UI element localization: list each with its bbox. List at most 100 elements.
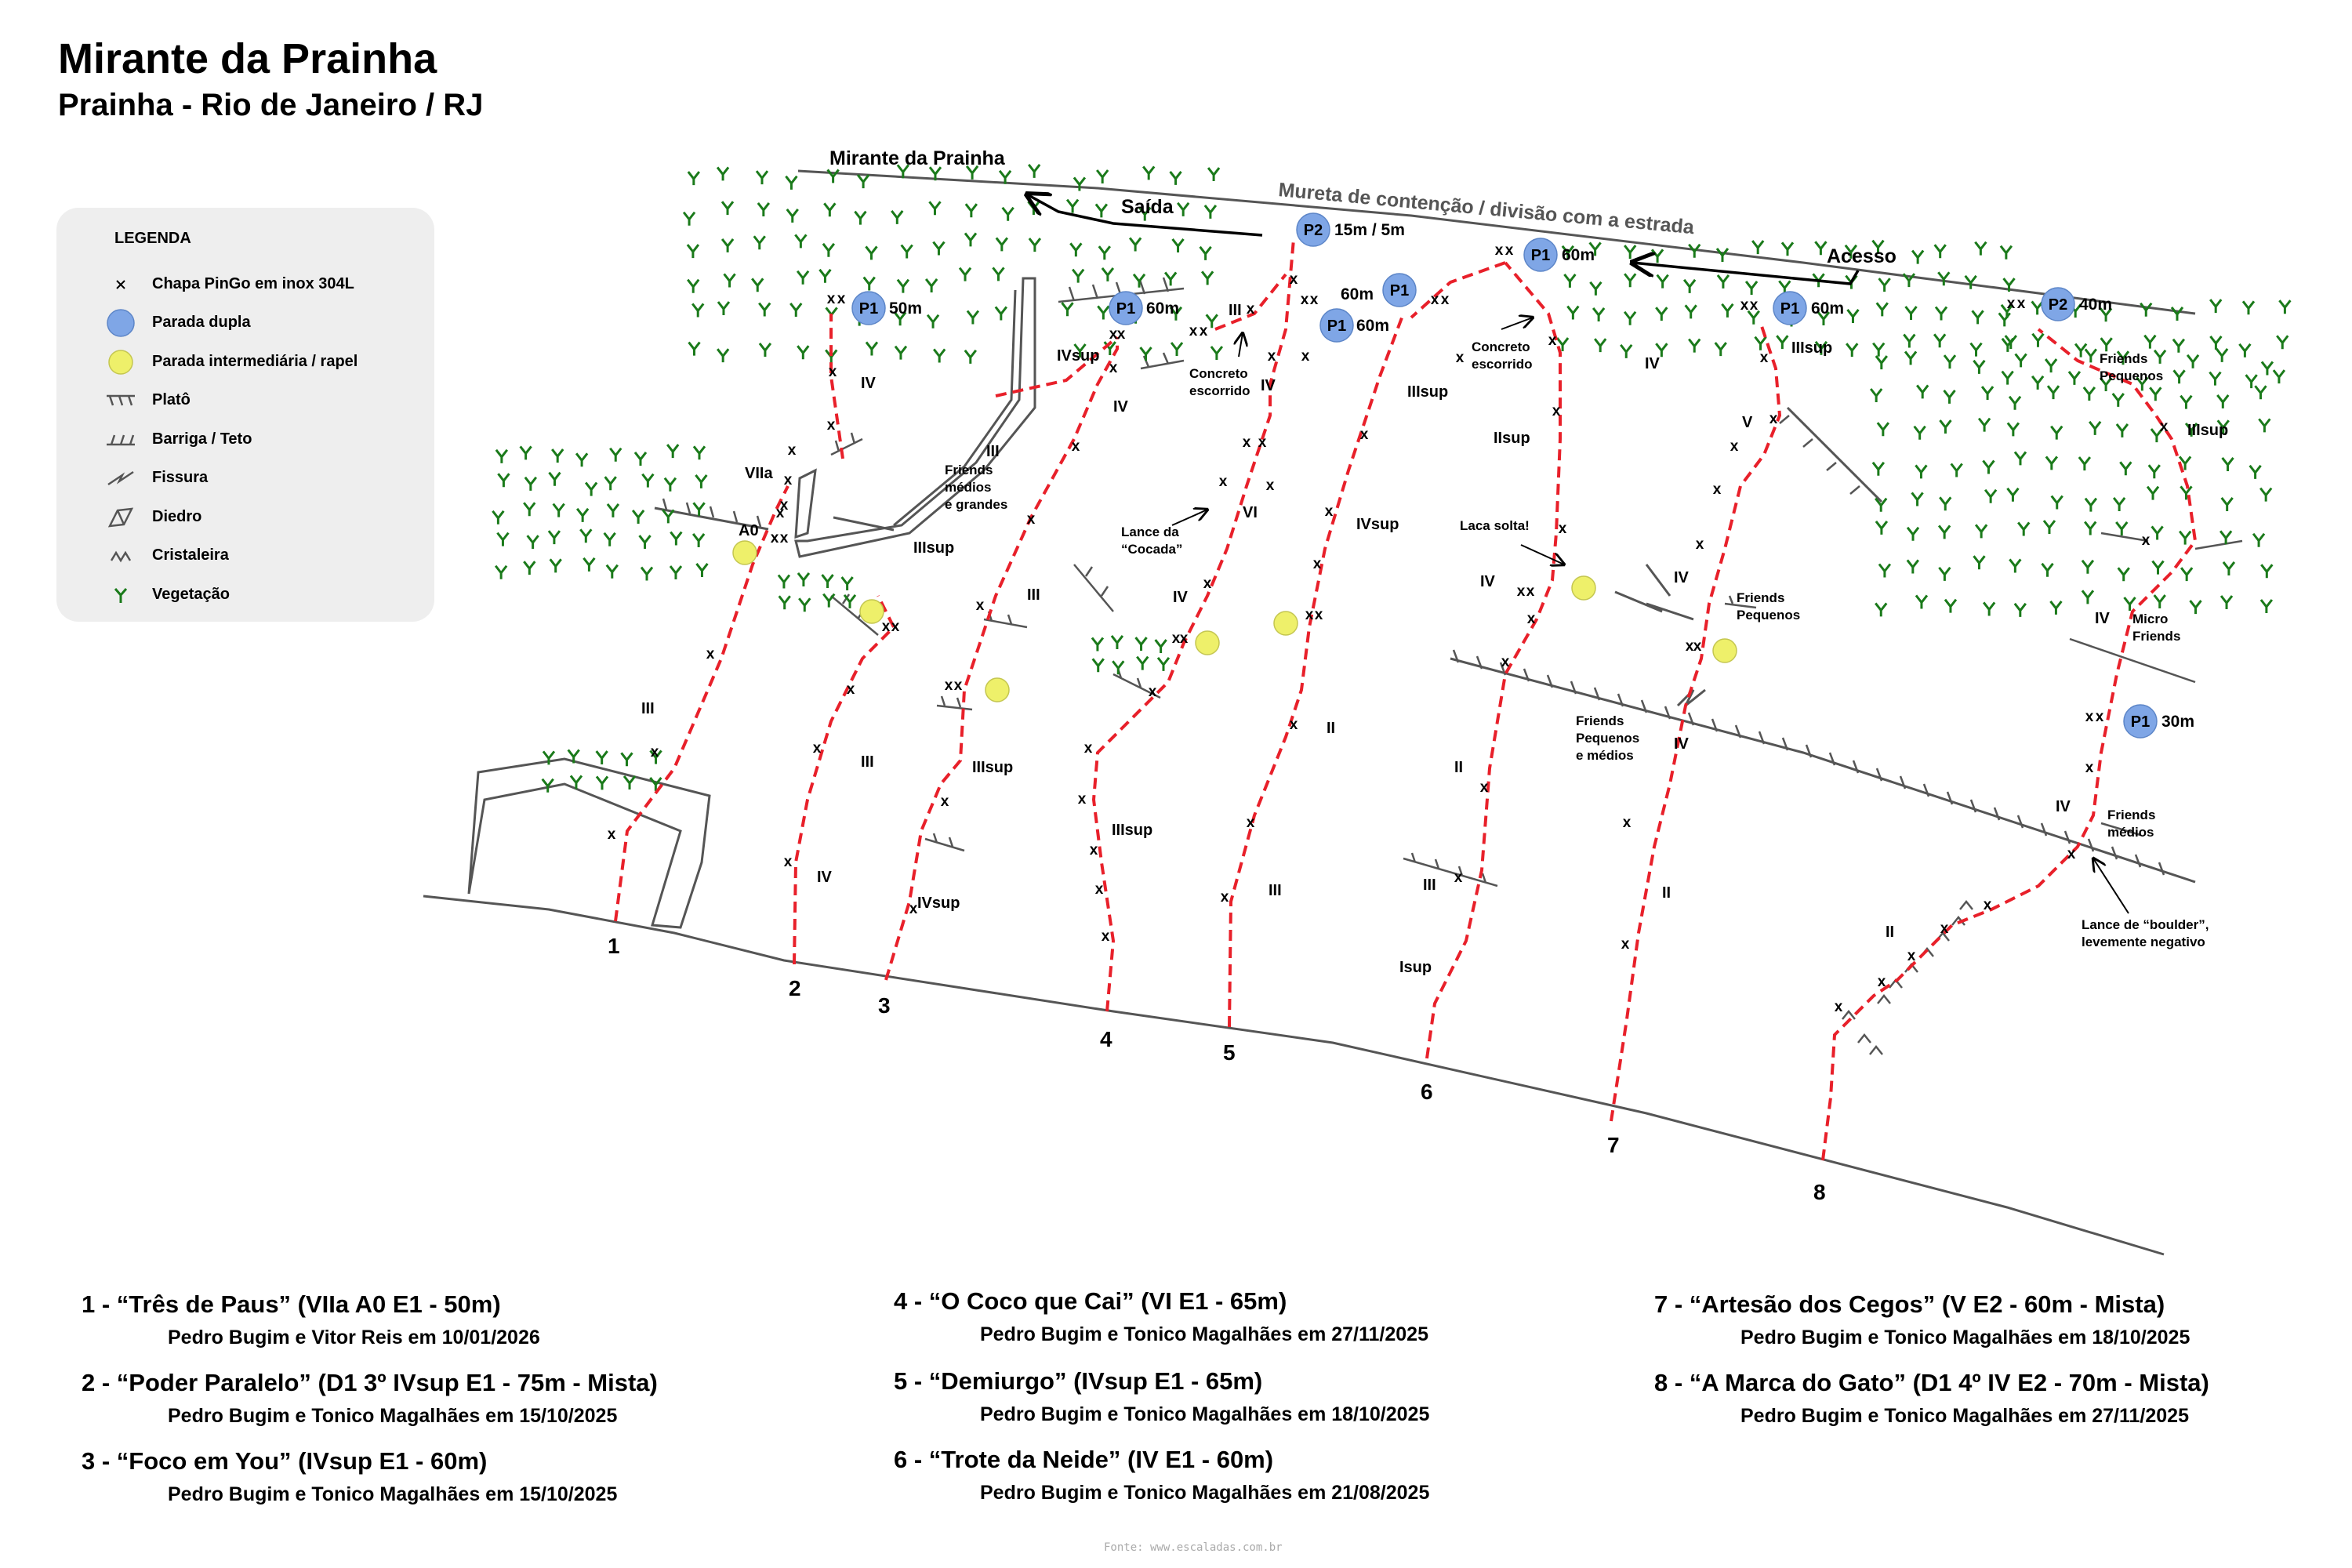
bolt-mark: x [1325, 503, 1334, 520]
vegetation-tuft [1139, 347, 1152, 361]
station-distance: 60m [1811, 299, 1844, 318]
vegetation-tuft [1561, 245, 1575, 260]
route-number: 6 [1421, 1080, 1433, 1104]
vegetation-tuft [1814, 340, 1828, 355]
vegetation-tuft [1903, 333, 1916, 348]
vegetation-tuft [928, 166, 942, 181]
vegetation-tuft [584, 481, 598, 496]
vegetation-tuft [723, 273, 736, 288]
route-line-3 [884, 337, 1119, 981]
route-authors: Pedro Bugim e Tonico Magalhães em 15/10/… [168, 1405, 618, 1427]
vegetation-tuft [682, 211, 696, 226]
vegetation-tuft [523, 502, 536, 517]
legend-item-intermediate-anchor: Parada intermediária / rapel [56, 347, 434, 378]
legend-label: Fissura [152, 469, 209, 486]
vegetation-tuft [1999, 245, 2013, 260]
vegetation-tuft [1069, 242, 1083, 257]
vegetation-tuft [2084, 348, 2098, 363]
vegetation-tuft [797, 345, 810, 360]
vegetation-tuft [823, 202, 837, 217]
vegetation-marks [492, 163, 2292, 793]
vegetation-tuft [1911, 249, 1925, 264]
bolt-mark: x [1315, 607, 1323, 623]
vegetation-tuft [818, 268, 832, 283]
bolt-mark: x [1117, 326, 1126, 343]
route-number: 1 [608, 934, 620, 958]
vegetation-tuft [1943, 389, 1956, 404]
vegetation-tuft [753, 235, 766, 250]
topo-note: Lance da“Cocada” [1121, 524, 1182, 557]
vegetation-tuft [2081, 590, 2095, 604]
vegetation-tuft [1205, 314, 1218, 328]
station-distance: 15m / 5m [1334, 221, 1405, 239]
vegetation-tuft [1128, 237, 1142, 252]
vegetation-tuft [2220, 595, 2234, 609]
vegetation-tuft [1094, 203, 1109, 218]
grade-label: A0 [739, 522, 759, 539]
station-label: P1 [1390, 282, 1409, 299]
vegetation-tuft [1134, 637, 1148, 652]
bolt-mark: x [1219, 474, 1228, 490]
topo-note: Laca solta! [1460, 518, 1530, 533]
vegetation-tuft [758, 302, 771, 317]
top-edge-line [797, 169, 2196, 315]
vegetation-tuft [640, 566, 654, 581]
bolt-mark: x [1027, 511, 1036, 528]
vegetation-tuft [1902, 273, 1916, 288]
route-line-8 [1821, 328, 2198, 1161]
vegetation-tuft [2115, 521, 2129, 535]
bolt-mark: x [1360, 426, 1369, 443]
bolt-mark: x [1095, 881, 1104, 898]
legend-item-crystal: Cristaleira [56, 540, 434, 572]
bolt-mark: x [1290, 271, 1298, 288]
vegetation-tuft [1097, 305, 1110, 320]
vegetation-tuft [2151, 525, 2164, 540]
route-line-2 [793, 595, 896, 965]
vegetation-tuft [669, 565, 683, 580]
route-entry-1: 1 - “Três de Paus” (VIIa A0 E1 - 50m) Pe… [82, 1290, 787, 1349]
vegetation-tuft [798, 597, 811, 612]
vegetation-tuft [2013, 602, 2027, 617]
vegetation-tuft [2147, 464, 2161, 479]
vegetation-tuft [2209, 299, 2223, 314]
route-line-4-upper [1214, 273, 1287, 331]
vegetation-tuft [603, 532, 616, 546]
bolt-mark: x [1301, 348, 1310, 365]
bolt-mark: x [1431, 292, 1439, 308]
bolt-mark: x [776, 505, 785, 521]
vegetation-tuft [1169, 306, 1183, 321]
vegetation-tuft [604, 476, 617, 491]
bolt-mark: x [1072, 438, 1080, 455]
vegetation-tuft [1684, 304, 1697, 319]
vegetation-tuft [2084, 521, 2097, 535]
bolt-mark: x [1527, 611, 1536, 627]
vegetation-tuft [965, 165, 979, 180]
vegetation-tuft [595, 750, 608, 765]
vegetation-tuft [2245, 374, 2258, 389]
vegetation-tuft [964, 349, 977, 364]
vegetation-tuft [1934, 306, 1948, 321]
vegetation-tuft [826, 169, 840, 183]
vegetation-tuft [2151, 560, 2165, 575]
bolt-mark: x [780, 497, 789, 514]
vegetation-tuft [2178, 530, 2192, 545]
legend-item-double-anchor: Parada dupla [56, 307, 434, 339]
grade-label: IVsup [917, 895, 960, 912]
vegetation-tuft [567, 749, 580, 764]
bolt-mark: x [813, 740, 822, 757]
intermediate-anchor-icon [105, 347, 136, 378]
station-label: P2 [1304, 222, 1323, 239]
route-authors: Pedro Bugim e Tonico Magalhães em 21/08/… [980, 1482, 1430, 1504]
route-title: 5 - “Demiurgo” (IVsup E1 - 65m) [894, 1367, 1263, 1395]
vegetation-tuft [2100, 337, 2113, 352]
route-number: 5 [1223, 1040, 1236, 1065]
vegetation-tuft [1933, 244, 1947, 259]
vegetation-tuft [2184, 422, 2198, 437]
route-entry-6: 6 - “Trote da Neide” (IV E1 - 60m) Pedro… [894, 1446, 1599, 1504]
